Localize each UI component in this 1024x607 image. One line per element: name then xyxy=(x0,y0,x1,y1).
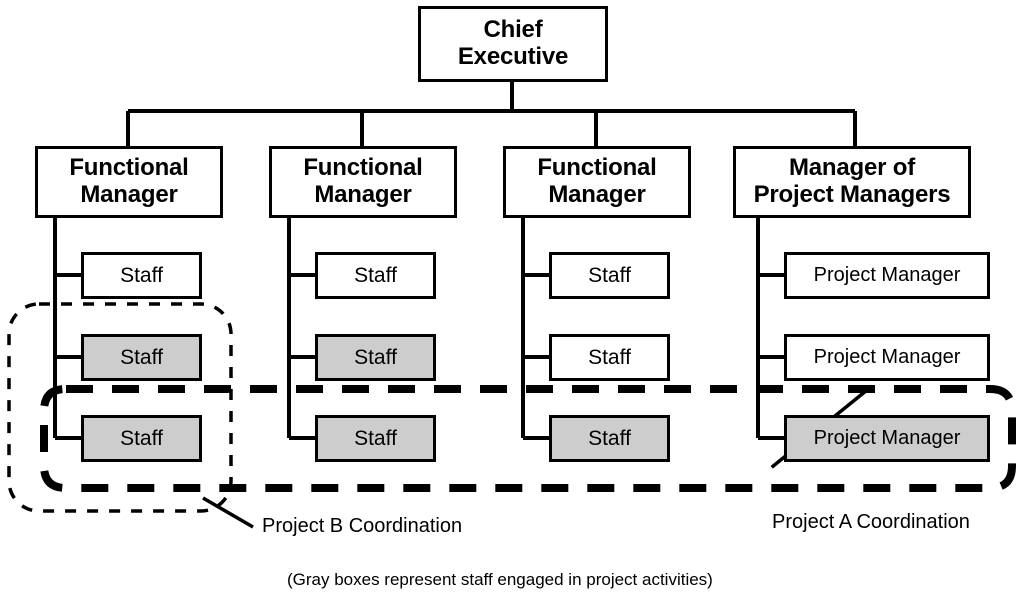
node-staff-col3-row2[interactable]: Staff xyxy=(549,334,670,381)
node-project-manager-row3[interactable]: Project Manager xyxy=(784,415,990,462)
gray-box-caption: (Gray boxes represent staff engaged in p… xyxy=(287,570,713,589)
project-b-coordination-label: Project B Coordination xyxy=(262,515,463,537)
project-a-coordination-label: Project A Coordination xyxy=(772,511,970,533)
node-project-manager-row3-label: Project Manager xyxy=(813,427,961,450)
node-staff-col2-row1[interactable]: Staff xyxy=(315,252,436,299)
project-b-leader-line xyxy=(202,496,254,529)
node-staff-col3-row3[interactable]: Staff xyxy=(549,415,670,462)
node-staff-col2-row3-label: Staff xyxy=(354,426,397,450)
node-staff-col2-row3[interactable]: Staff xyxy=(315,415,436,462)
node-staff-col1-row2[interactable]: Staff xyxy=(81,334,202,381)
node-staff-col2-row2-label: Staff xyxy=(354,345,397,369)
node-staff-col3-row2-label: Staff xyxy=(588,345,631,369)
node-project-manager-row2[interactable]: Project Manager xyxy=(784,334,990,381)
project-b-coordination-outline xyxy=(7,302,233,513)
node-staff-col2-row2[interactable]: Staff xyxy=(315,334,436,381)
node-staff-col3-row3-label: Staff xyxy=(588,426,631,450)
node-staff-col3-row1[interactable]: Staff xyxy=(549,252,670,299)
node-staff-col2-row1-label: Staff xyxy=(354,263,397,287)
node-project-manager-row2-label: Project Manager xyxy=(813,346,961,369)
node-staff-col1-row1-label: Staff xyxy=(120,263,163,287)
node-staff-col1-row2-label: Staff xyxy=(120,345,163,369)
project-a-coordination-outline xyxy=(40,385,1016,492)
node-project-manager-row1[interactable]: Project Manager xyxy=(784,252,990,299)
node-staff-col3-row1-label: Staff xyxy=(588,263,631,287)
node-staff-col1-row3-label: Staff xyxy=(120,426,163,450)
node-staff-col1-row3[interactable]: Staff xyxy=(81,415,202,462)
node-staff-col1-row1[interactable]: Staff xyxy=(81,252,202,299)
node-project-manager-row1-label: Project Manager xyxy=(813,264,961,287)
